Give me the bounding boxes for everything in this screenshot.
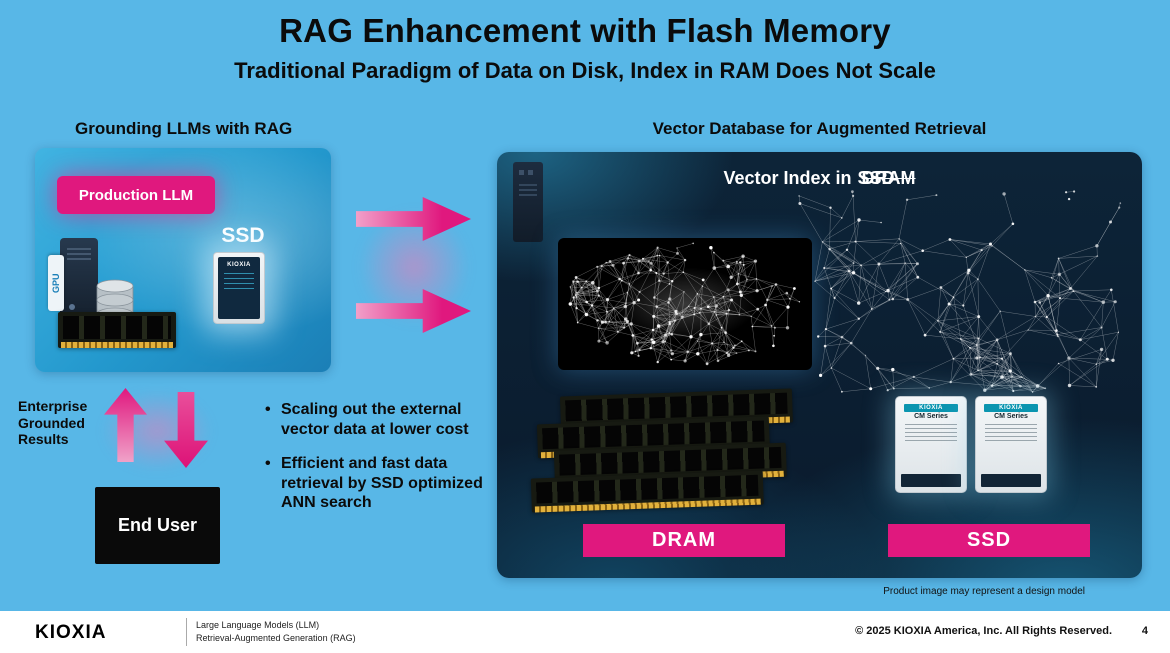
server-tower-icon — [513, 162, 543, 242]
ram-pins — [61, 342, 173, 348]
gpu-label: GPU — [48, 255, 64, 311]
left-section-heading: Grounding LLMs with RAG — [75, 119, 293, 138]
slide-subtitle: Traditional Paradigm of Data on Disk, In… — [234, 58, 936, 83]
panel-title-ssd-overlay: SSD — [857, 168, 895, 188]
arrow-glow — [82, 376, 232, 486]
ssd-drive-strip — [981, 474, 1041, 487]
computer-tower-icon — [60, 238, 98, 322]
benefit-bullet-list: Scaling out the external vector data at … — [263, 400, 485, 528]
footer: KIOXIA Large Language Models (LLM) Retri… — [0, 611, 1170, 653]
grounding-llm-panel: Production LLM GPU SSD KIOXIA — [35, 148, 331, 372]
footer-abbreviations: Large Language Models (LLM) Retrieval-Au… — [196, 619, 356, 645]
ssd-drive-brand: KIOXIA — [904, 404, 958, 412]
dram-module-stack — [526, 388, 800, 519]
right-section-heading: Vector Database for Augmented Retrieval — [652, 119, 987, 138]
ssd-drive-series: CM Series — [994, 413, 1028, 420]
network-graph-sparse-icon — [798, 190, 1122, 393]
ssd-badge: SSD — [888, 524, 1090, 557]
ssd-card-brand: KIOXIA — [227, 262, 251, 268]
panel-title-dram-struck: DRAM — [861, 168, 916, 188]
ssd-label: SSD — [221, 224, 265, 247]
ram-chips — [63, 316, 171, 339]
dram-module-icon — [530, 470, 764, 513]
ssd-drive-strip — [901, 474, 961, 487]
vector-database-panel: Vector Index in DRAM SSD KIOXIA CM Serie… — [497, 152, 1142, 578]
ram-module-icon — [58, 312, 176, 348]
product-disclaimer: Product image may represent a design mod… — [883, 586, 1085, 597]
slide-title: RAG Enhancement with Flash Memory — [279, 12, 891, 49]
copyright-text: © 2025 KIOXIA America, Inc. All Rights R… — [855, 625, 1112, 637]
ssd-drive-brand: KIOXIA — [984, 404, 1038, 412]
page-number: 4 — [1141, 625, 1148, 637]
bullet-item: Scaling out the external vector data at … — [263, 400, 485, 439]
bullet-item: Efficient and fast data retrieval by SSD… — [263, 454, 485, 513]
ssd-drive-icon: KIOXIA CM Series — [895, 396, 967, 493]
ssd-drive-series: CM Series — [914, 413, 948, 420]
end-user-box: End User — [95, 487, 220, 564]
ssd-drive-pair: KIOXIA CM Series KIOXIA CM Series — [895, 396, 1055, 493]
ssd-drive-icon: KIOXIA CM Series — [975, 396, 1047, 493]
panel-title-swap: DRAM SSD — [858, 168, 916, 189]
dram-badge: DRAM — [583, 524, 785, 557]
footer-note-line2: Retrieval-Augmented Generation (RAG) — [196, 633, 356, 644]
enterprise-grounded-results-label: Enterprise Grounded Results — [18, 398, 88, 448]
vector-graph-dram — [558, 238, 812, 370]
network-graph-dense-icon — [568, 242, 801, 366]
panel-title: Vector Index in DRAM SSD — [497, 168, 1142, 189]
footer-note-line1: Large Language Models (LLM) — [196, 620, 320, 630]
ssd-drive-text-lines — [905, 424, 957, 444]
vector-graph-ssd — [792, 187, 1130, 397]
footer-divider — [186, 618, 187, 646]
ssd-drive-text-lines — [985, 424, 1037, 444]
kioxia-logo: KIOXIA — [35, 622, 107, 643]
ssd-card-icon: KIOXIA — [213, 252, 265, 324]
ssd-card-face: KIOXIA — [218, 257, 260, 319]
ssd-card-text-lines — [224, 273, 254, 293]
production-llm-badge: Production LLM — [57, 176, 215, 214]
panel-title-prefix: Vector Index in — [723, 168, 852, 188]
